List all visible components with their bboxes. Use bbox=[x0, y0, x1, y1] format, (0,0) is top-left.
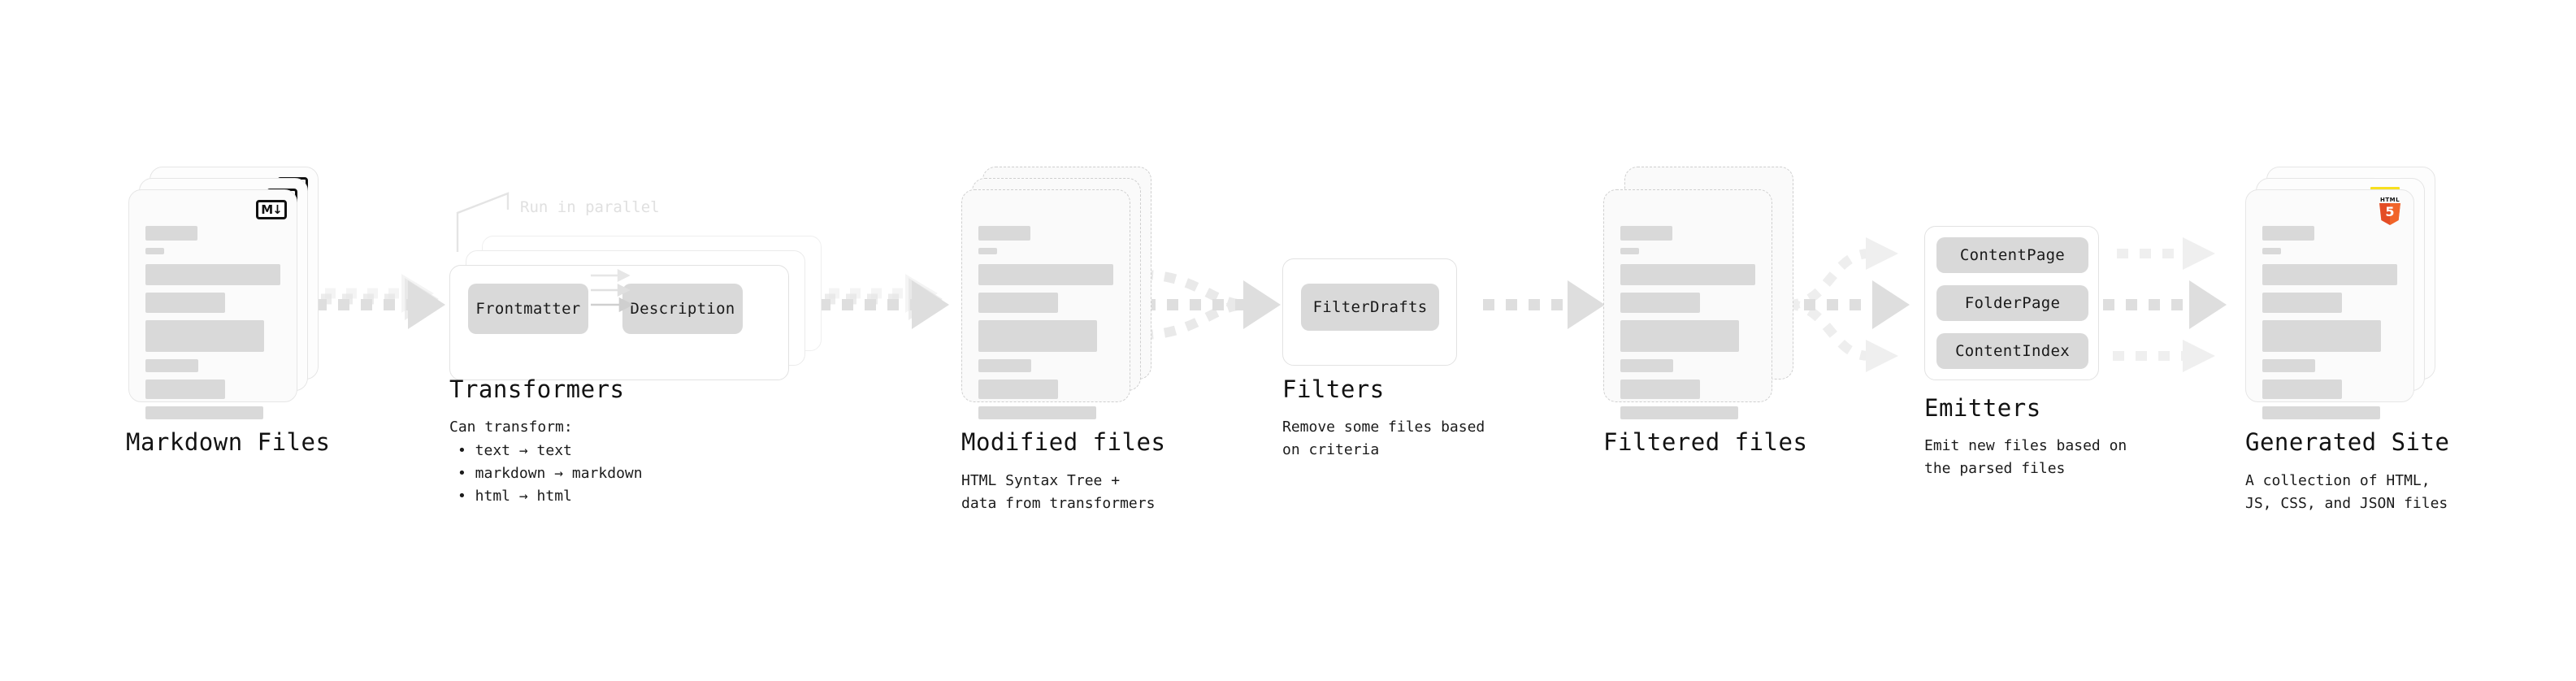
arrow-filtered-to-emitters bbox=[1781, 237, 1910, 372]
label-emitters: Emitters bbox=[1924, 394, 2041, 422]
emitter-pill-folderpage[interactable]: FolderPage bbox=[1936, 285, 2088, 321]
label-filters: Filters bbox=[1282, 375, 1385, 403]
filter-pill-filterdrafts[interactable]: FilterDrafts bbox=[1301, 284, 1439, 331]
card-content-bars bbox=[1620, 226, 1757, 427]
label-run-in-parallel: Run in parallel bbox=[520, 198, 660, 216]
site-card-front[interactable]: HTML 5 bbox=[2245, 189, 2414, 419]
markdown-icon: M↓ bbox=[256, 200, 287, 219]
arrow-emitters-to-site bbox=[2103, 237, 2227, 372]
arrow-modified-to-filters bbox=[1141, 270, 1281, 340]
bullet-markdown: • markdown → markdown bbox=[458, 465, 643, 482]
html5-icon: HTML 5 bbox=[2378, 197, 2402, 226]
transformer-internal-arrows bbox=[591, 269, 634, 313]
emitters-group[interactable]: ContentPage FolderPage ContentIndex bbox=[1924, 226, 2099, 380]
card-content-bars bbox=[978, 226, 1115, 427]
emitters-description: Emit new files based on the parsed files bbox=[1924, 437, 2127, 477]
transformers-bullets: • text → text • markdown → markdown • ht… bbox=[458, 440, 643, 508]
transformer-pill-frontmatter[interactable]: Frontmatter bbox=[468, 284, 588, 334]
modified-card-front[interactable] bbox=[961, 189, 1130, 419]
arrow-transformers-to-modified bbox=[819, 274, 949, 329]
filters-group[interactable]: FilterDrafts bbox=[1282, 258, 1457, 366]
filtered-card-front[interactable] bbox=[1603, 189, 1772, 419]
emitter-pill-contentindex[interactable]: ContentIndex bbox=[1936, 333, 2088, 369]
arrow-filters-to-filtered bbox=[1483, 280, 1605, 329]
label-markdown-files: Markdown Files bbox=[126, 428, 331, 456]
modified-files-description: HTML Syntax Tree + data from transformer… bbox=[961, 472, 1156, 512]
label-filtered-files: Filtered files bbox=[1603, 428, 1808, 456]
transformers-description: Can transform: bbox=[449, 419, 573, 436]
label-modified-files: Modified files bbox=[961, 428, 1166, 456]
markdown-card-front[interactable]: M↓ bbox=[128, 189, 297, 419]
bullet-text: • text → text bbox=[458, 442, 572, 459]
bullet-html: • html → html bbox=[458, 488, 572, 505]
generated-site-description: A collection of HTML, JS, CSS, and JSON … bbox=[2245, 472, 2448, 512]
card-content-bars bbox=[2262, 226, 2399, 427]
label-transformers: Transformers bbox=[449, 375, 625, 403]
emitter-pill-contentpage[interactable]: ContentPage bbox=[1936, 237, 2088, 273]
filters-description: Remove some files based on criteria bbox=[1282, 419, 1485, 458]
label-generated-site: Generated Site bbox=[2245, 428, 2450, 456]
arrow-markdown-to-transformers bbox=[315, 274, 445, 329]
card-content-bars bbox=[145, 226, 282, 427]
transformer-pill-description[interactable]: Description bbox=[622, 284, 743, 334]
transformer-group-front[interactable]: Frontmatter Description bbox=[449, 265, 789, 380]
